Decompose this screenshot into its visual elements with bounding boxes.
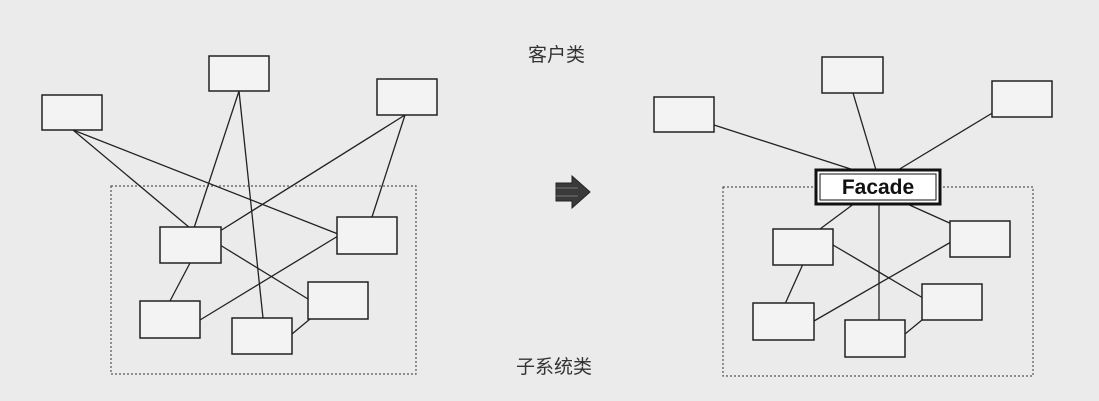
connector-line: [219, 244, 309, 300]
left-diagram: [41, 55, 438, 375]
connector-line: [813, 241, 952, 322]
connector-line: [852, 92, 877, 171]
right-diagram: Facade: [653, 56, 1053, 377]
client-class-box: [376, 78, 438, 116]
connector-line: [193, 90, 240, 229]
connector-line: [904, 202, 955, 226]
subsystem-class-box: [159, 226, 222, 264]
connector-lines-left: [72, 90, 406, 335]
client-classes-label: 客户类: [528, 44, 586, 66]
subsystem-class-box: [139, 300, 201, 339]
subsystem-class-box: [231, 317, 293, 355]
connector-line: [238, 90, 264, 319]
connector-line: [784, 263, 804, 305]
client-class-box: [991, 80, 1053, 118]
subsystem-classes-label: 子系统类: [516, 356, 593, 378]
subsystem-class-box: [336, 216, 398, 255]
subsystem-class-box: [752, 302, 815, 341]
boxes-left: [41, 55, 438, 355]
connector-line: [199, 235, 339, 321]
subsystem-boundary-right: [722, 186, 1034, 377]
connector-line: [291, 318, 311, 335]
client-class-box: [821, 56, 884, 94]
boxes-right: [653, 56, 1053, 358]
client-class-box: [653, 96, 715, 133]
right-arrow-icon: [555, 174, 591, 210]
connector-line: [219, 114, 406, 232]
connector-lines-right: [713, 92, 995, 335]
facade-label: Facade: [842, 176, 914, 199]
subsystem-class-box: [307, 281, 369, 320]
connector-line: [169, 262, 191, 302]
facade-box: Facade: [814, 168, 942, 206]
client-class-box: [41, 94, 103, 131]
connector-line: [72, 129, 191, 229]
connector-line: [897, 111, 995, 171]
connector-line: [713, 124, 861, 173]
subsystem-class-box: [844, 319, 906, 358]
client-class-box: [208, 55, 270, 92]
connector-line: [832, 244, 924, 299]
connector-line: [904, 319, 923, 335]
connector-line: [72, 129, 339, 235]
connector-line: [819, 202, 856, 230]
subsystem-class-box: [772, 228, 834, 266]
subsystem-class-box: [949, 220, 1011, 258]
subsystem-boundary-left: [110, 185, 417, 375]
subsystem-class-box: [921, 283, 983, 321]
connector-line: [371, 114, 406, 218]
